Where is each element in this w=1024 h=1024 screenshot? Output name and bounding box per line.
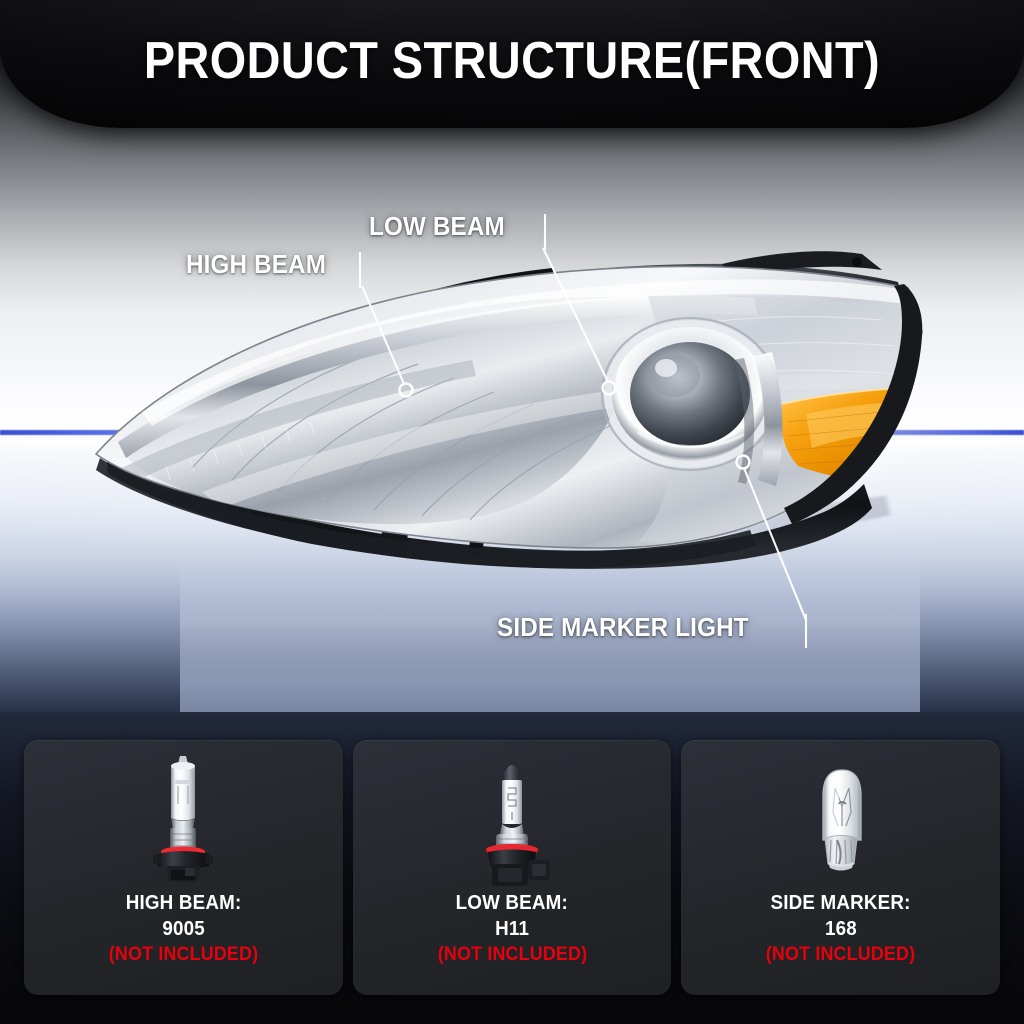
halogen-bulb-9005-icon xyxy=(24,754,343,884)
page-title: PRODUCT STRUCTURE(FRONT) xyxy=(143,32,881,90)
card-code: 9005 xyxy=(162,918,205,940)
card-code: H11 xyxy=(494,918,530,940)
callout-label-side-marker: SIDE MARKER LIGHT xyxy=(497,612,749,642)
callout-label-low-beam: LOW BEAM xyxy=(369,211,505,241)
headlight-assembly-image xyxy=(82,236,952,569)
card-title: SIDE MARKER: xyxy=(770,892,911,914)
bulb-card-row: HIGH BEAM: 9005 (NOT INCLUDED) xyxy=(24,740,1001,995)
header-banner: PRODUCT STRUCTURE(FRONT) xyxy=(0,0,1024,128)
card-note: (NOT INCLUDED) xyxy=(765,944,916,965)
callout-label-high-beam: HIGH BEAM xyxy=(186,249,327,279)
bulb-card-side-marker[interactable]: SIDE MARKER: 168 (NOT INCLUDED) xyxy=(681,740,1001,995)
bulb-spec-strip: HIGH BEAM: 9005 (NOT INCLUDED) xyxy=(0,712,1024,1024)
card-note: (NOT INCLUDED) xyxy=(437,944,587,965)
wedge-bulb-168-icon xyxy=(681,754,1000,884)
card-title: LOW BEAM: xyxy=(455,892,569,914)
bulb-card-high-beam[interactable]: HIGH BEAM: 9005 (NOT INCLUDED) xyxy=(24,740,343,995)
card-title: HIGH BEAM: xyxy=(125,892,242,914)
halogen-bulb-h11-icon xyxy=(353,754,672,886)
card-note: (NOT INCLUDED) xyxy=(108,944,259,965)
card-code: 168 xyxy=(824,918,857,940)
bulb-card-low-beam[interactable]: LOW BEAM: H11 (NOT INCLUDED) xyxy=(352,740,672,995)
